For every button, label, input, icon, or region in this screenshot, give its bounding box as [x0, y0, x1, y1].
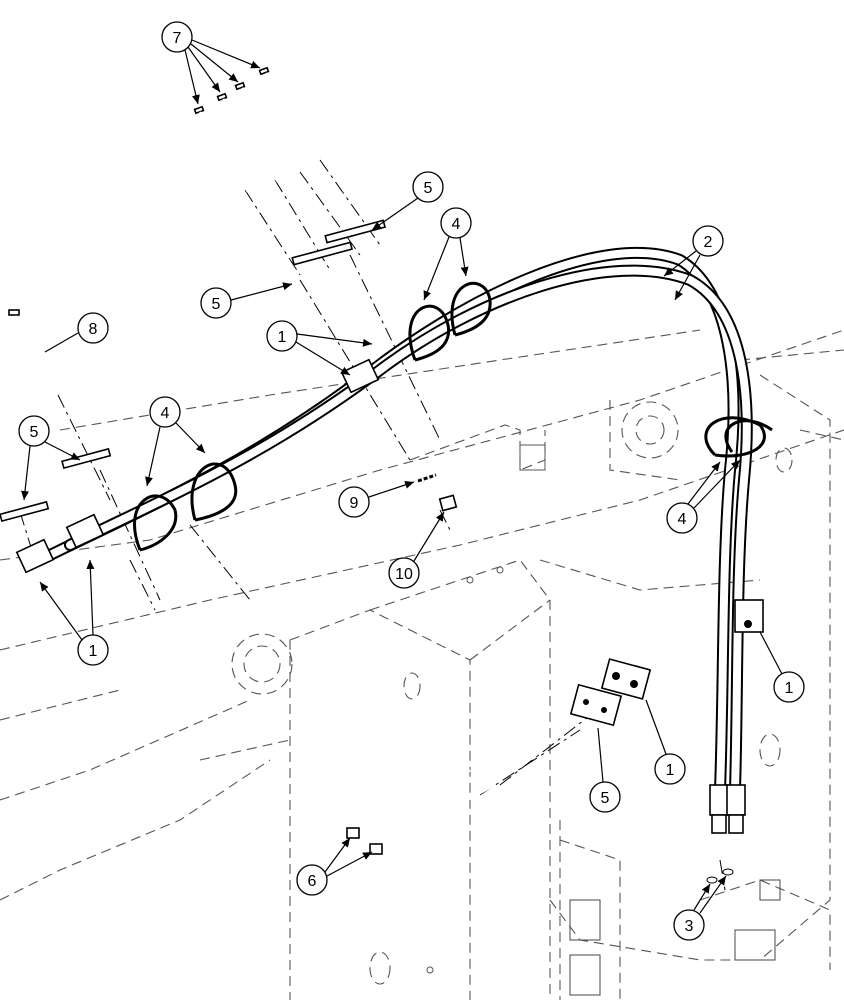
clamps-1: [15, 358, 764, 700]
svg-text:1: 1: [278, 329, 287, 346]
hose-end-fittings: [706, 784, 746, 884]
callout-1-upper: 1: [266, 320, 373, 376]
svg-text:1: 1: [89, 643, 98, 660]
callout-5-left: 5: [18, 415, 81, 501]
callout-6: 6: [296, 837, 373, 896]
callout-10: 10: [388, 511, 445, 589]
svg-text:5: 5: [30, 424, 39, 441]
callout-5-mid: 5: [200, 282, 293, 319]
callout-4-top: 4: [423, 207, 472, 301]
svg-text:6: 6: [308, 873, 317, 890]
svg-text:1: 1: [666, 762, 675, 779]
callout-4-left: 4: [145, 396, 206, 487]
svg-text:5: 5: [212, 296, 221, 313]
svg-text:10: 10: [395, 566, 413, 583]
callout-1-left: 1: [39, 559, 109, 666]
bolts-6: [346, 768, 493, 855]
hydraulic-hoses: [34, 246, 753, 796]
svg-text:4: 4: [452, 216, 461, 233]
machine-frame-phantom: [0, 329, 844, 1000]
svg-text:3: 3: [685, 918, 694, 935]
svg-text:5: 5: [601, 790, 610, 807]
callout-3: 3: [673, 875, 727, 941]
valve-block-phantom: [559, 839, 831, 1000]
callout-1-right: 1: [759, 631, 805, 703]
upright-plate-phantom: [199, 559, 551, 1000]
bolts-7: [193, 66, 322, 193]
bolt-8: [8, 309, 57, 396]
callout-7: 7: [161, 21, 261, 105]
loop-clamps-4: [133, 282, 773, 552]
callout-8: 8: [44, 312, 109, 353]
plates-5: [0, 219, 623, 727]
svg-text:1: 1: [785, 680, 794, 697]
bracket-phantom: [409, 424, 546, 471]
callout-5-bottom: 5: [589, 727, 621, 813]
callout-1-bottom: 1: [645, 699, 686, 785]
svg-text:7: 7: [173, 30, 182, 47]
small-parts-9-10: [417, 473, 458, 512]
svg-text:9: 9: [350, 495, 359, 512]
callout-2: 2: [663, 225, 724, 301]
callout-5-top: 5: [371, 171, 444, 231]
callout-4-right: 4: [666, 459, 741, 534]
svg-text:2: 2: [704, 234, 713, 251]
svg-text:5: 5: [424, 180, 433, 197]
callout-9: 9: [338, 481, 415, 518]
svg-text:8: 8: [89, 321, 98, 338]
svg-text:4: 4: [161, 405, 170, 422]
svg-text:4: 4: [678, 511, 687, 528]
